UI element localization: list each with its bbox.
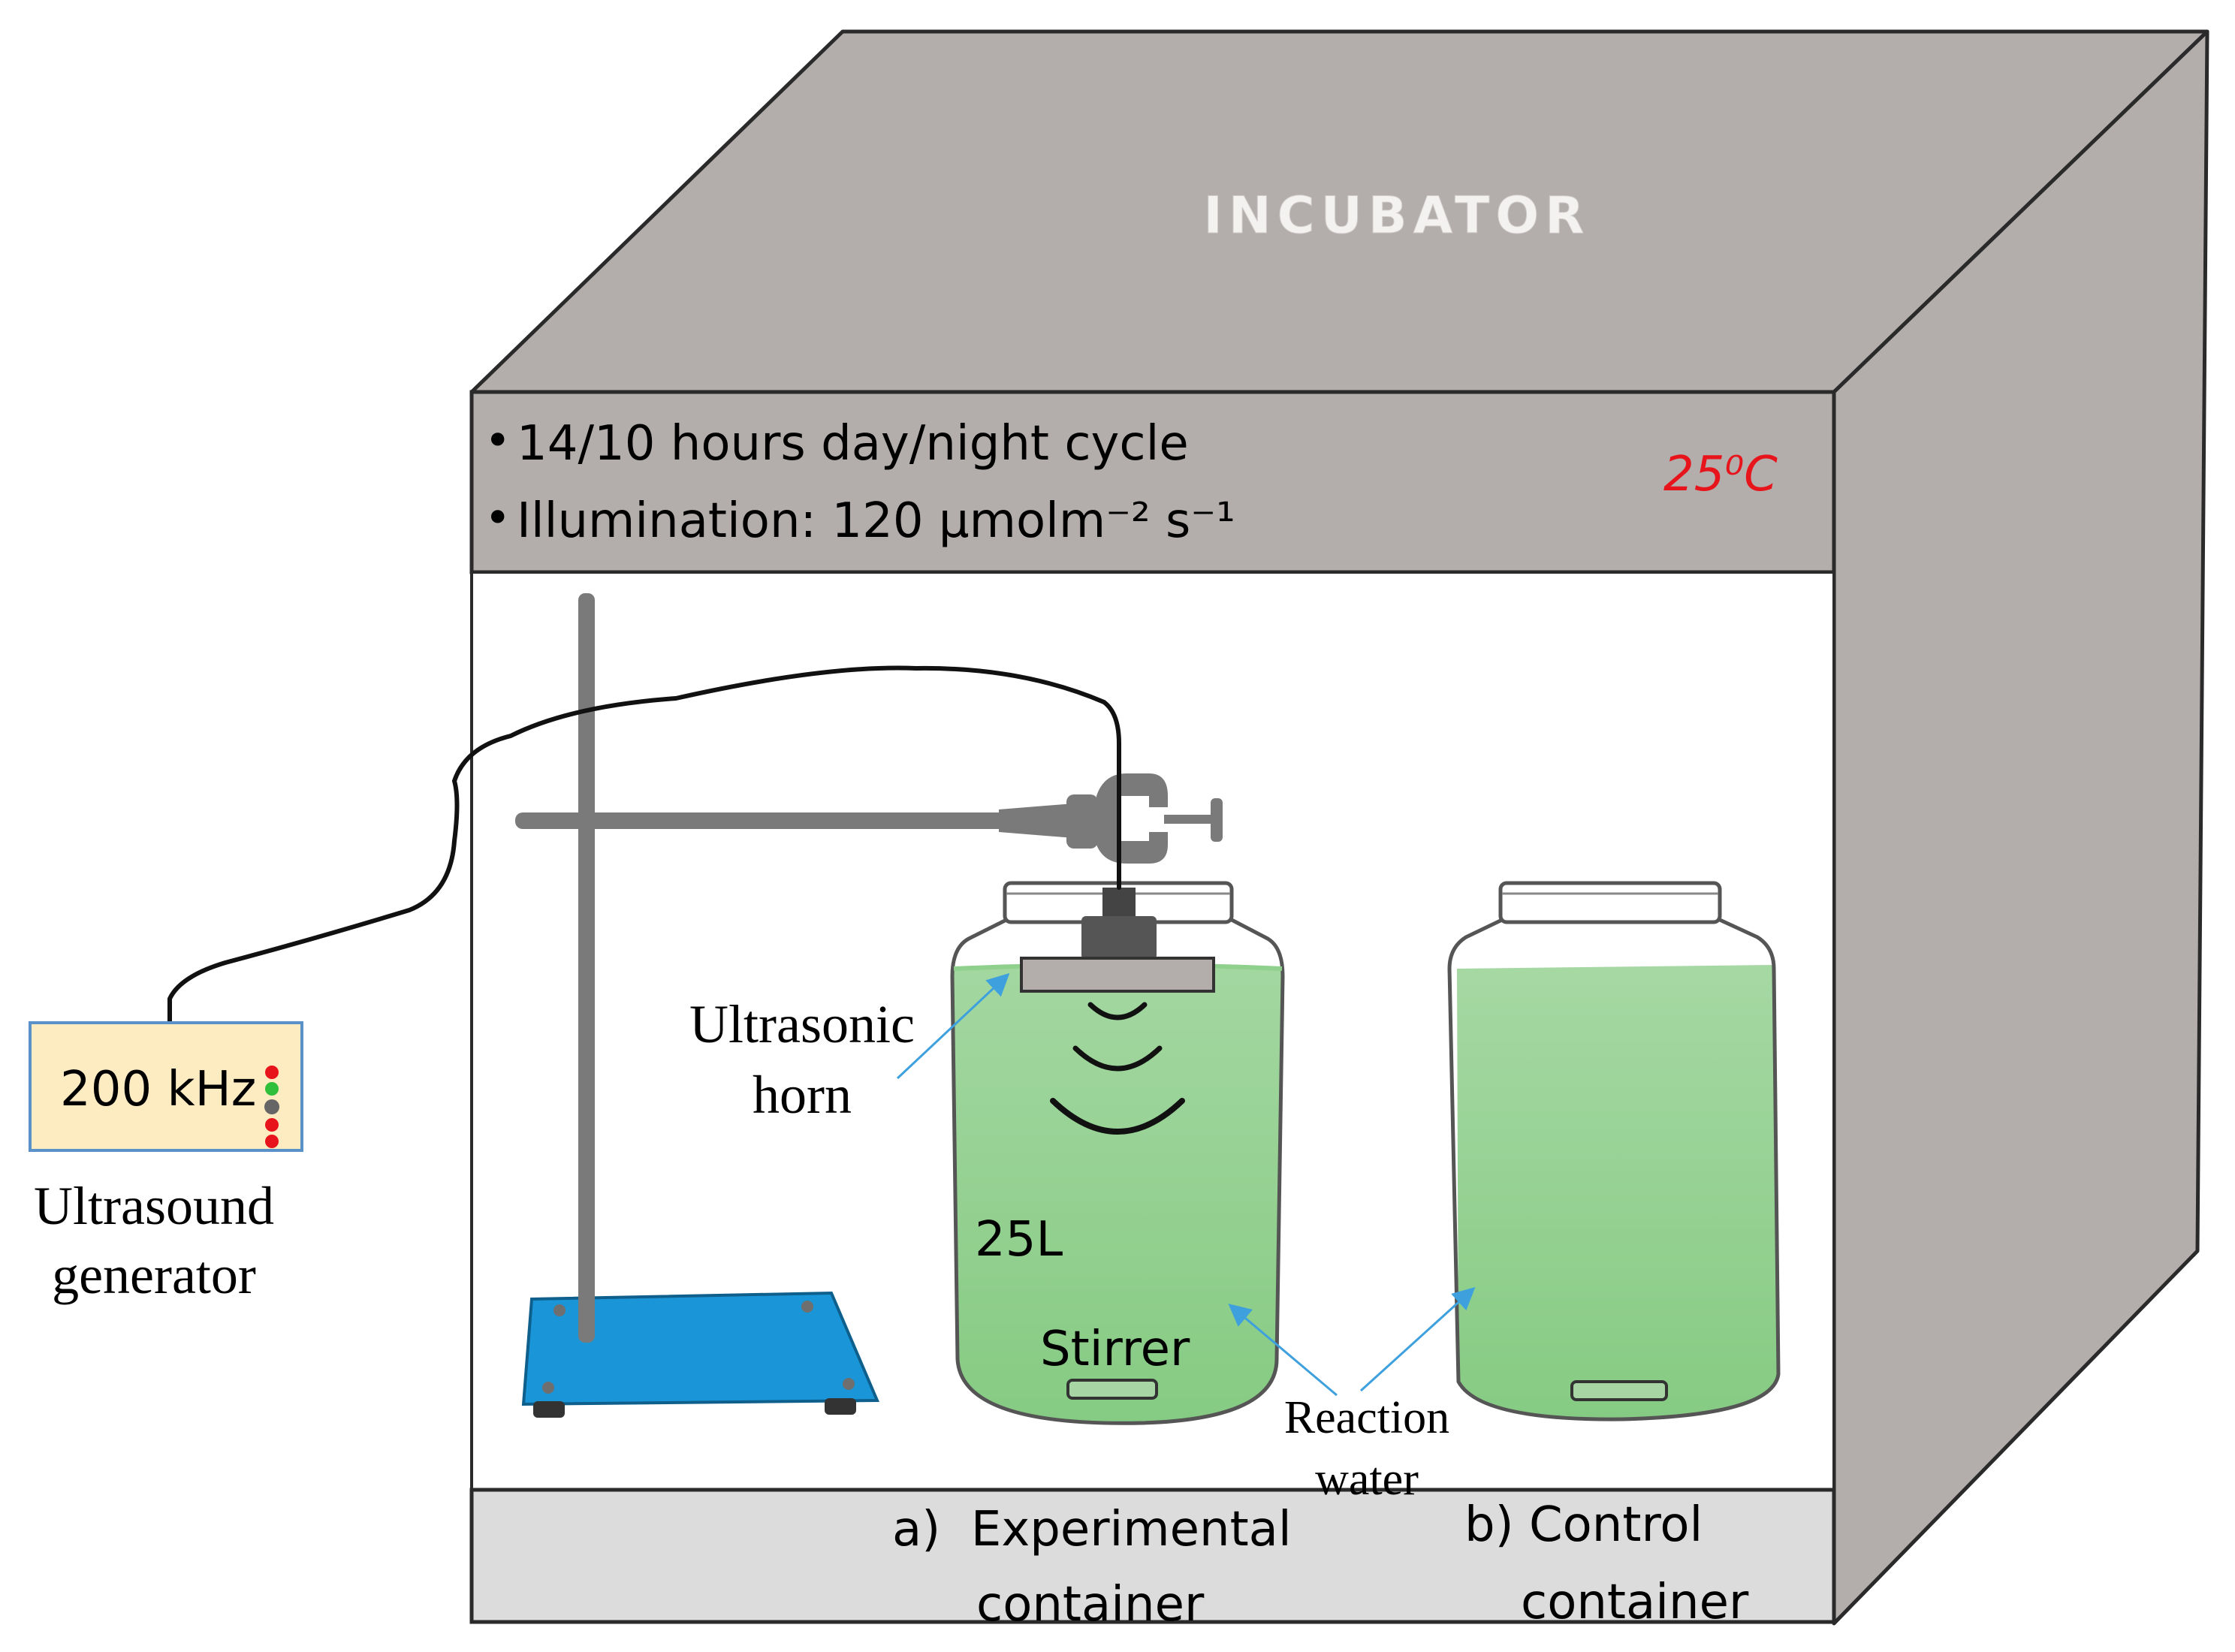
horn-transducer-top <box>1102 888 1136 918</box>
sound-wave <box>1050 1098 1185 1135</box>
stand-foot <box>533 1401 565 1418</box>
generator-cable <box>167 665 1121 1025</box>
reaction-arrow-control <box>1359 1286 1476 1392</box>
experimental-container-body <box>952 927 1283 1424</box>
stand-foot <box>825 1398 856 1415</box>
experimental-caption-line2: container <box>976 1577 1205 1632</box>
stirrer-bar <box>1066 1379 1158 1400</box>
indicator-light-red <box>265 1135 279 1148</box>
stand-screw <box>542 1382 554 1394</box>
horn-transducer <box>1081 916 1157 960</box>
conditions-list: • 14/10 hours day/night cycle • Illumina… <box>484 415 1235 549</box>
control-caption-line1: b) Control <box>1464 1497 1703 1553</box>
stand-screw <box>553 1304 566 1316</box>
indicator-light-red <box>265 1066 279 1079</box>
incubator-bottom-panel <box>469 1488 1836 1624</box>
sound-wave <box>1072 1045 1163 1072</box>
incubator-title: INCUBATOR <box>1203 186 1590 246</box>
stand-screw <box>843 1378 855 1390</box>
temperature-label: 25⁰C <box>1663 447 1778 502</box>
stirrer-bar <box>1570 1380 1668 1401</box>
ring-stand <box>515 593 1223 1418</box>
condition-illumination: Illumination: 120 µmolm⁻² s⁻¹ <box>517 493 1235 549</box>
stirrer-label: Stirrer <box>1040 1322 1190 1377</box>
condition-bullet: • <box>484 415 511 467</box>
condition-bullet: • <box>484 492 511 544</box>
stand-screw <box>801 1301 813 1313</box>
clamp-taper <box>999 803 1074 838</box>
volume-label: 25L <box>975 1212 1063 1268</box>
experimental-caption-line1: a) Experimental <box>892 1502 1292 1557</box>
reaction-water-label-line2: water <box>1315 1454 1419 1505</box>
stand-rod <box>578 593 595 1343</box>
generator-frequency: 200 kHz <box>60 1062 256 1117</box>
horn-label-line2: horn <box>753 1065 852 1125</box>
generator-label-line1: Ultrasound <box>34 1176 274 1236</box>
reaction-water-label-line1: Reaction <box>1284 1392 1449 1443</box>
horn-plate <box>1020 957 1215 993</box>
condition-day-night-cycle: 14/10 hours day/night cycle <box>517 416 1189 472</box>
stand-clamp-arm <box>515 812 1033 829</box>
indicator-light-green <box>265 1082 279 1096</box>
horn-arrow <box>896 972 1010 1080</box>
reaction-arrow-experimental <box>1228 1304 1338 1397</box>
control-container-outline <box>1447 918 1781 1421</box>
sound-wave <box>1087 1002 1148 1020</box>
generator-label-line2: generator <box>52 1245 256 1305</box>
control-caption-line2: container <box>1521 1575 1749 1630</box>
ultrasonic-horn <box>1020 888 1215 1135</box>
ultrasound-generator: 200 kHz <box>29 1021 303 1152</box>
incubator-top-panel <box>469 390 1836 574</box>
clamp-head <box>1066 773 1223 864</box>
generator-box <box>29 1021 303 1152</box>
indicator-light-gray <box>264 1099 279 1114</box>
stand-base <box>521 1291 880 1406</box>
control-container-body <box>1457 965 1778 1420</box>
control-container-lid <box>1498 881 1722 924</box>
experimental-container-outline <box>950 918 1285 1425</box>
horn-label-line1: Ultrasonic <box>689 994 915 1054</box>
control-container <box>1447 881 1781 1421</box>
indicator-light-red <box>265 1118 279 1132</box>
